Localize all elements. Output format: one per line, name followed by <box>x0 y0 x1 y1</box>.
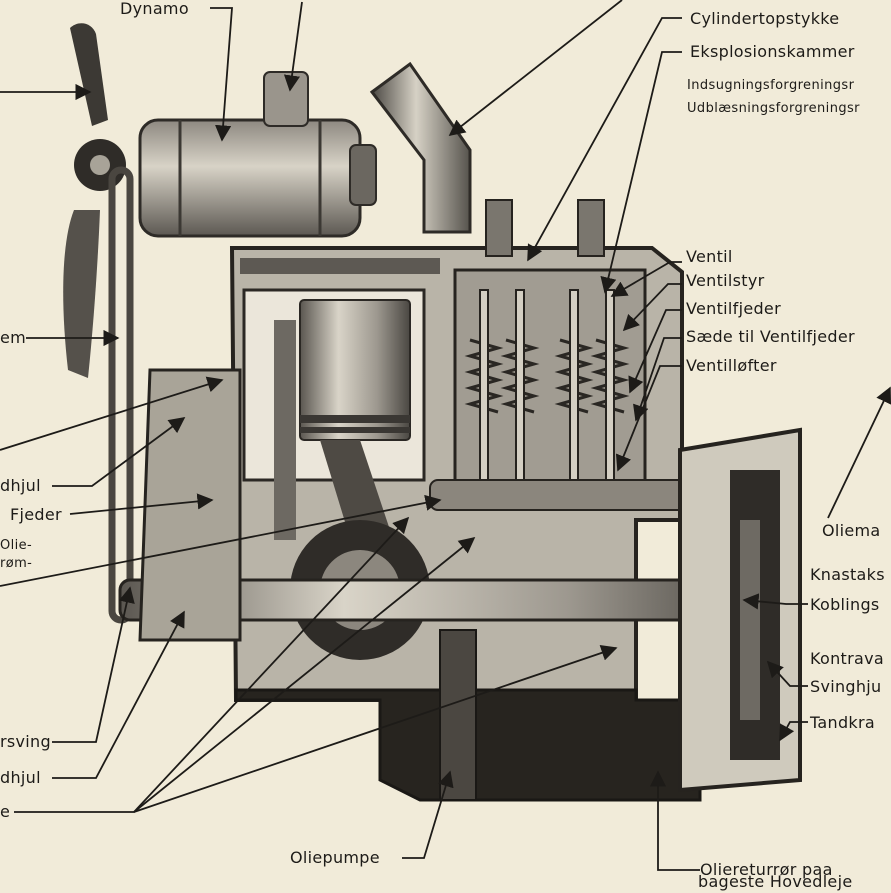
label-koblings: Koblings <box>810 595 880 614</box>
label-ventilloefter: Ventilløfter <box>686 356 777 375</box>
label-cylindertopstykke: Cylindertopstykke <box>690 9 840 28</box>
label-olie-2: røm- <box>0 556 33 571</box>
label-oliereturror: Oliereturrør paa <box>700 860 833 879</box>
label-bottom-e: e <box>0 802 11 821</box>
label-tandhjul-bottom: dhjul <box>0 768 41 787</box>
oil-pump <box>439 629 477 801</box>
label-oliemad: Oliema <box>822 521 881 540</box>
label-ventil: Ventil <box>686 247 733 266</box>
fan-belt <box>108 166 134 624</box>
label-udblaesning: Udblæsningsforgreningsr <box>687 101 860 116</box>
label-knastaks: Knastaks <box>810 565 885 584</box>
camshaft <box>429 479 691 511</box>
label-olie: Olie- <box>0 538 33 553</box>
label-oliereturror-2: bageste Hovedleje <box>698 872 853 891</box>
spark-plugs <box>485 199 605 257</box>
label-krumtapsving: rsving <box>0 732 51 751</box>
label-eksplosionskammer: Eksplosionskammer <box>690 42 855 61</box>
label-fjeder: Fjeder <box>10 505 62 524</box>
label-remskive-rem: em <box>0 328 27 347</box>
label-dynamo: Dynamo <box>120 0 189 18</box>
label-saede: Sæde til Ventilfjeder <box>686 327 855 346</box>
label-svinghjul: Svinghju <box>810 677 882 696</box>
label-indsugning: Indsugningsforgreningsr <box>687 78 855 93</box>
label-oliepumpe: Oliepumpe <box>290 848 380 867</box>
leader-lines <box>0 0 891 871</box>
timing-gear-cover <box>138 368 242 642</box>
flywheel-housing <box>678 427 802 793</box>
label-ventilfjeder: Ventilfjeder <box>686 299 781 318</box>
label-kontrava: Kontrava <box>810 649 884 668</box>
label-tandkra: Tandkra <box>810 713 875 732</box>
intake-elbow-pipe <box>369 61 472 234</box>
fan-blades <box>63 23 126 378</box>
label-tandhjul-top: dhjul <box>0 476 41 495</box>
label-ventilstyr: Ventilstyr <box>686 271 765 290</box>
dynamo-unit <box>138 71 377 238</box>
